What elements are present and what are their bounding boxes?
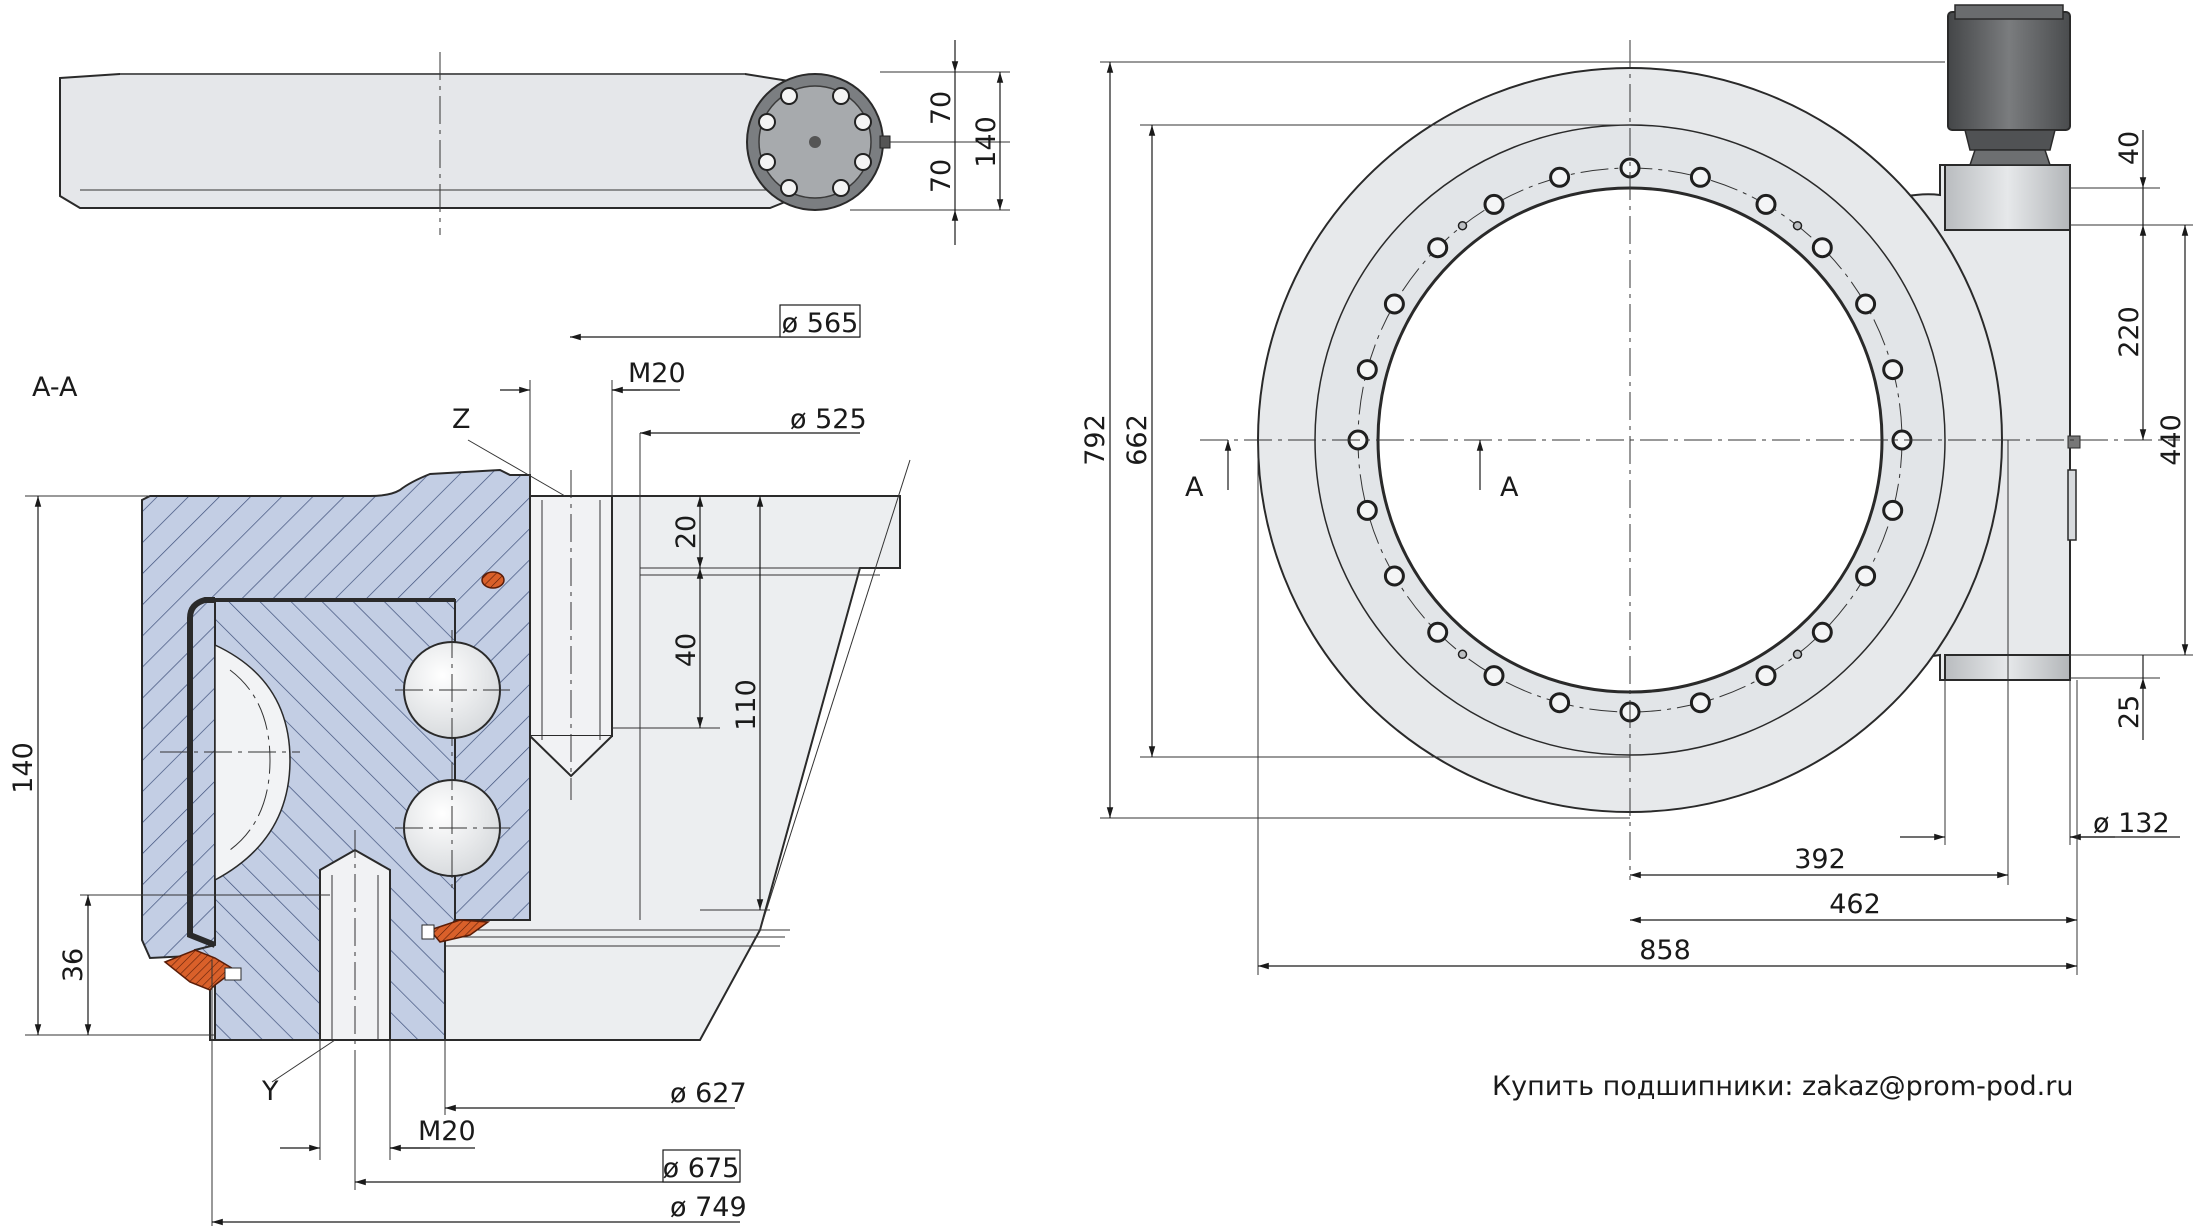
lube-hole-icon [1792, 220, 1803, 231]
bolt-hole-icon [1483, 193, 1505, 215]
lube-hole-icon [1457, 220, 1468, 231]
dim-box-d565 [779, 304, 861, 338]
section-marker-a-right: A [1500, 472, 1519, 503]
section-dim-m20-top: M20 [628, 358, 686, 389]
top-dim-d132: ø 132 [2093, 808, 2170, 839]
bolt-hole-icon [1689, 692, 1711, 714]
section-view: A-A [8, 304, 911, 1226]
bolt-hole-icon [1689, 166, 1711, 188]
bolt-hole-icon [1549, 692, 1571, 714]
section-label-y: Y [261, 1076, 279, 1107]
section-label-z: Z [452, 404, 471, 435]
section-title: A-A [32, 372, 78, 403]
bolt-hole-icon [1427, 621, 1449, 643]
bolt-hole-icon [1427, 237, 1449, 259]
section-dim-d525: ø 525 [790, 404, 867, 435]
section-marker-a-left: A [1185, 472, 1204, 503]
side-view: 70 70 140 [59, 40, 1010, 245]
seal-icon [163, 571, 505, 991]
worm-relief [214, 643, 291, 882]
cover-bolt-icon [758, 87, 872, 197]
bolt-hole-icon [1855, 293, 1877, 315]
section-dim-36: 36 [58, 948, 89, 982]
section-dim-d675: ø 675 [663, 1153, 740, 1184]
bolt-hole-icon [1383, 565, 1405, 587]
small-holes [1457, 220, 1803, 660]
bolt-hole-icon [1383, 293, 1405, 315]
top-dim-858: 858 [1639, 935, 1691, 966]
motor-icon [1947, 4, 2071, 166]
threaded-hole-z [529, 470, 613, 800]
top-dim-220: 220 [2114, 306, 2145, 358]
bolt-hole-icon [1755, 665, 1777, 687]
section-dim-m20-bottom: M20 [418, 1116, 476, 1147]
bolt-hole-icon [1549, 166, 1571, 188]
top-dim-440: 440 [2156, 414, 2187, 466]
side-dim-140: 140 [971, 116, 1002, 168]
bolt-hole-icon [1811, 237, 1833, 259]
bolt-hole-icon [1356, 499, 1378, 521]
top-dim-792: 792 [1080, 414, 1111, 466]
lube-hole-icon [1792, 649, 1803, 660]
side-dim-70-top: 70 [926, 91, 957, 125]
section-dim-40: 40 [671, 633, 702, 667]
section-dim-20: 20 [671, 515, 702, 549]
bolt-hole-icon [1855, 565, 1877, 587]
top-dim-462: 462 [1829, 889, 1881, 920]
contact-text: Купить подшипники: zakaz@prom-pod.ru [1492, 1071, 2073, 1102]
bolt-hole-icon [1882, 359, 1904, 381]
top-dim-662: 662 [1122, 414, 1153, 466]
bolt-hole-icon [1882, 499, 1904, 521]
side-dim-70-bottom: 70 [926, 159, 957, 193]
top-dim-40: 40 [2114, 131, 2145, 165]
section-dim-d749: ø 749 [670, 1192, 747, 1223]
side-view-housing [59, 73, 796, 209]
bolt-hole-icon [1356, 359, 1378, 381]
section-dim-d627: ø 627 [670, 1078, 747, 1109]
housing-flange-top [1944, 164, 2071, 231]
section-dim-140: 140 [8, 742, 39, 794]
top-dim-392: 392 [1794, 844, 1846, 875]
top-view: A A 792 662 40 220 440 25 ø 132 [1080, 4, 2193, 975]
bolt-hole-icon [1483, 665, 1505, 687]
worm-housing-cover [746, 73, 891, 211]
lube-hole-icon [1457, 649, 1468, 660]
mounting-holes [1347, 157, 1913, 723]
threaded-hole-y [319, 830, 391, 1070]
dim-box-d675 [662, 1149, 741, 1183]
bolt-hole-icon [1811, 621, 1833, 643]
bolt-hole-icon [1755, 193, 1777, 215]
section-dim-d565: ø 565 [782, 308, 859, 339]
section-dim-110: 110 [731, 679, 762, 731]
top-dim-25: 25 [2114, 695, 2145, 729]
